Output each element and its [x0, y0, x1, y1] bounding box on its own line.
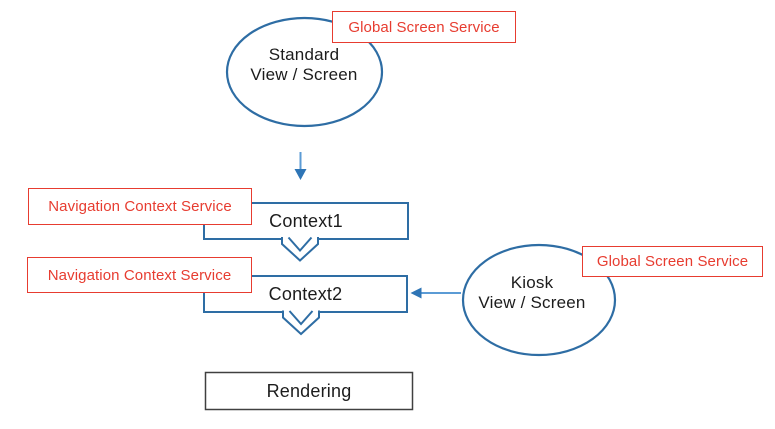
- annotation-navigation-context-service-2: Navigation Context Service: [27, 257, 252, 293]
- chevron-arrow-context2-inner: [288, 310, 314, 326]
- context1-border-gap: [281, 236, 319, 241]
- left-arrow-head: [410, 287, 422, 299]
- standard-screen-ellipse: [225, 16, 384, 128]
- chevron-arrow-context1-outer: [281, 237, 319, 262]
- down-arrow-head: [294, 169, 307, 180]
- context2-box: [203, 275, 408, 313]
- rendering-box: [204, 371, 414, 411]
- annotation-global-screen-service-standard: Global Screen Service: [332, 11, 516, 43]
- kiosk-screen-ellipse: [461, 243, 617, 357]
- context2-border-gap: [282, 309, 320, 315]
- annotation-global-screen-service-kiosk: Global Screen Service: [582, 246, 763, 277]
- annotation-navigation-context-service-1: Navigation Context Service: [28, 188, 252, 225]
- chevron-arrow-context2-outer: [282, 310, 320, 336]
- chevron-arrow-context1-inner: [287, 236, 313, 253]
